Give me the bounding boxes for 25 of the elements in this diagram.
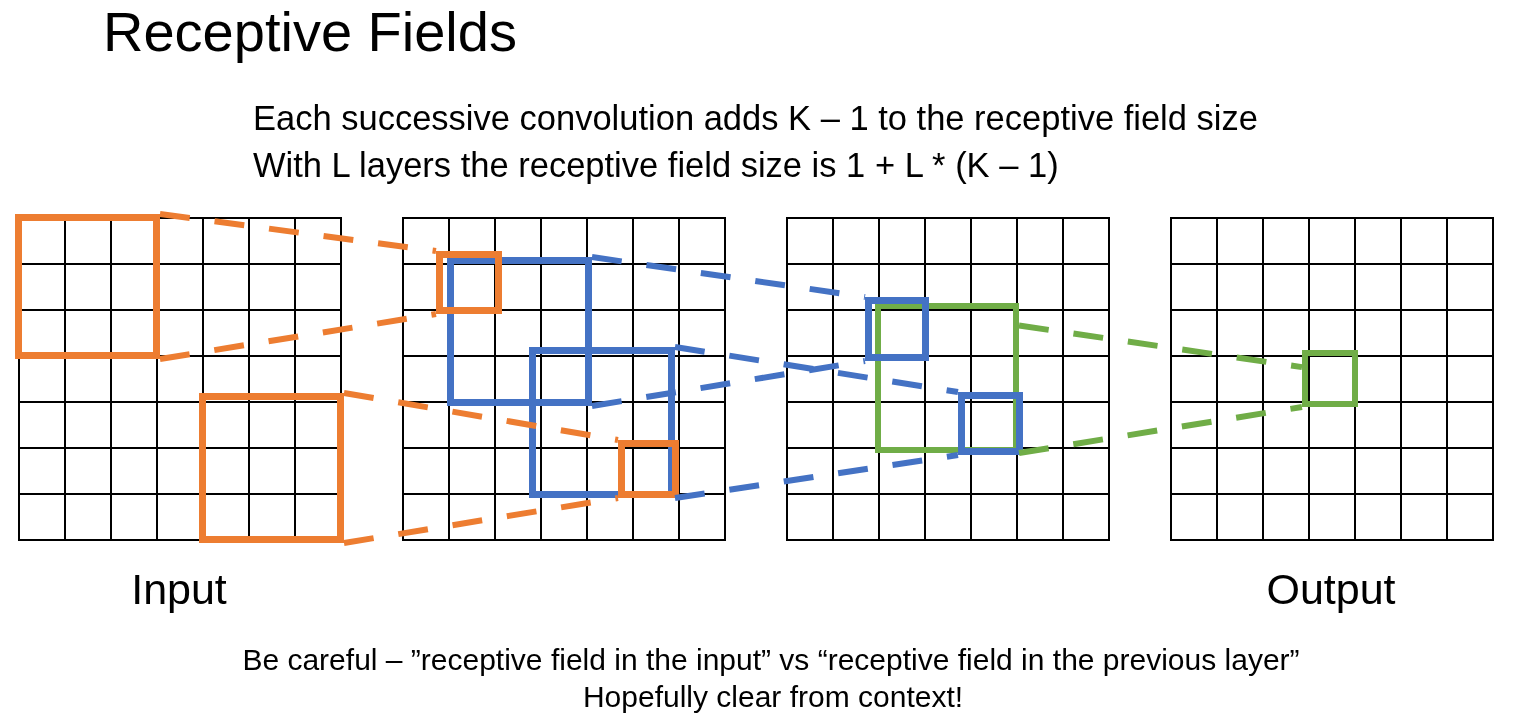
dashed-line	[591, 254, 866, 300]
receptive-field-outline	[618, 440, 679, 498]
receptive-field-outline	[15, 214, 160, 359]
feature-map-grid	[786, 217, 1110, 541]
dashed-line	[1018, 322, 1303, 371]
note-text: Hopefully clear from context!	[582, 680, 964, 715]
receptive-field-outline	[1302, 350, 1358, 407]
explanation-text: With L layers the receptive field size is 1 + L * (K – 1)	[253, 146, 1059, 186]
receptive-field-outline	[958, 392, 1023, 455]
note-text: Be careful – ”receptive field in the input” vs “receptive field in the previous layer”	[242, 643, 1300, 678]
layer-label: Input	[131, 565, 227, 615]
layer-label: Output	[1266, 565, 1396, 615]
receptive-field-outline	[865, 297, 929, 361]
explanation-text: Each successive convolution adds K – 1 to the receptive field size	[253, 99, 1258, 139]
receptive-field-outline	[199, 393, 344, 543]
receptive-field-outline	[447, 257, 592, 406]
dashed-line	[343, 390, 619, 443]
dashed-line	[1018, 404, 1303, 456]
dashed-line	[159, 311, 437, 362]
dashed-line	[159, 211, 437, 254]
feature-map-grid	[402, 217, 726, 541]
dashed-line	[591, 358, 866, 409]
receptive-field-outline	[436, 251, 502, 314]
slide-title: Receptive Fields	[103, 0, 517, 65]
dashed-line	[674, 452, 959, 501]
